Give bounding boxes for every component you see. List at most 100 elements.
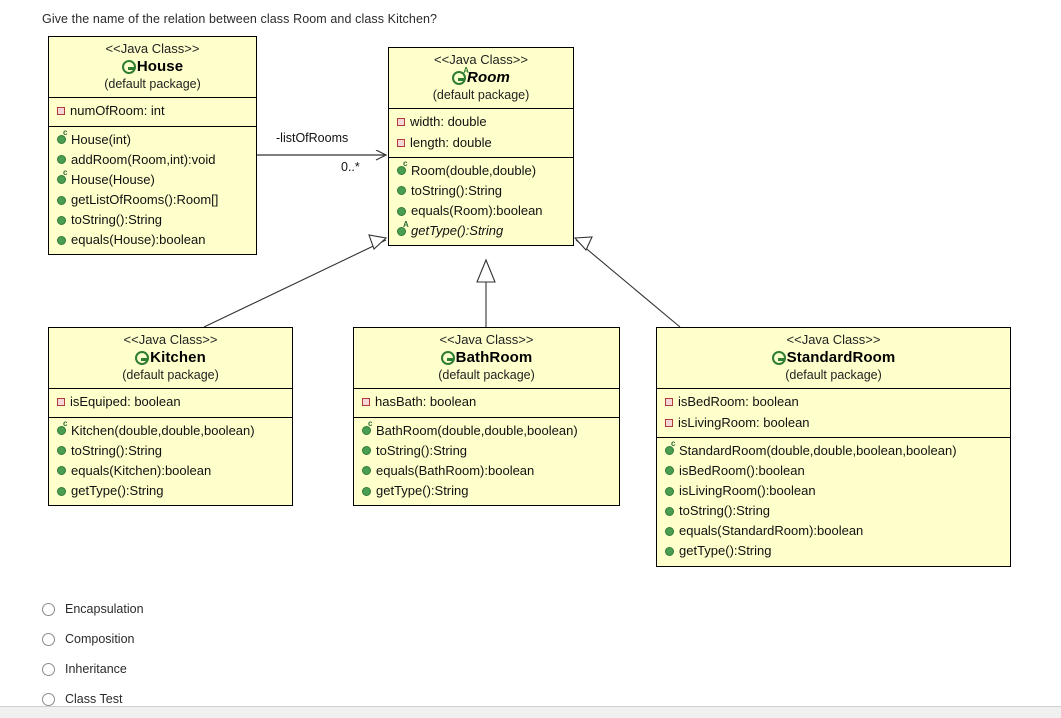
method-icon [665,506,674,516]
radio-icon[interactable] [42,692,55,706]
answer-option-class-test[interactable]: Class Test [42,684,144,714]
class-name: Room [467,68,510,86]
field-row: width: double [395,112,568,132]
java-class-icon [771,351,786,365]
method-row: toString():String [55,441,287,461]
fields-section-standardroom: isBedRoom: boolean isLivingRoom: boolean [657,389,1010,438]
method-row: equals(StandardRoom):boolean [663,521,1005,541]
radio-icon[interactable] [42,632,55,646]
class-box-kitchen[interactable]: <<Java Class>> Kitchen (default package)… [48,327,293,507]
method-icon [57,235,66,245]
method-icon [57,466,66,476]
method-icon [362,446,371,456]
class-name: Kitchen [150,348,206,366]
generalization-bathroom-room [476,258,496,327]
method-icon [362,486,371,496]
method-label: equals(Room):boolean [411,202,543,218]
method-label: getType():String [411,223,504,239]
private-field-icon [57,107,65,116]
method-icon [665,466,674,476]
class-header-bathroom: <<Java Class>> BathRoom (default package… [354,328,619,390]
field-row: isEquiped: boolean [55,392,287,412]
method-row: getType():String [663,541,1005,561]
association-multiplicity-label: 0..* [341,160,360,174]
radio-icon[interactable] [42,602,55,616]
field-row: hasBath: boolean [360,392,614,412]
private-field-icon [665,398,673,407]
method-label: isBedRoom():boolean [679,462,805,478]
radio-icon[interactable] [42,662,55,676]
method-row: equals(BathRoom):boolean [360,461,614,481]
methods-section-bathroom: c BathRoom(double,double,boolean) toStri… [354,418,619,506]
private-field-icon [57,398,65,407]
constructor-icon: c [397,160,407,176]
constructor-icon: c [362,420,372,436]
answer-label: Encapsulation [65,602,144,616]
fields-section-kitchen: isEquiped: boolean [49,389,292,418]
method-label: House(int) [71,131,131,147]
class-box-bathroom[interactable]: <<Java Class>> BathRoom (default package… [353,327,620,507]
answer-option-composition[interactable]: Composition [42,624,144,654]
method-row: equals(House):boolean [55,230,251,250]
method-row: c House(int) [55,129,251,150]
class-stereotype: <<Java Class>> [123,332,218,347]
association-role-label: -listOfRooms [276,131,349,145]
method-label: equals(StandardRoom):boolean [679,523,864,539]
method-label: toString():String [376,442,468,458]
method-label: getListOfRooms():Room[] [71,191,219,207]
field-row: length: double [395,133,568,153]
class-box-house[interactable]: <<Java Class>> House (default package) n… [48,36,257,256]
class-stereotype: <<Java Class>> [786,332,881,347]
field-label: numOfRoom: int [70,103,165,119]
method-icon [397,186,406,196]
method-row: toString():String [395,181,568,201]
method-label: equals(Kitchen):boolean [71,462,212,478]
method-row: equals(Kitchen):boolean [55,461,287,481]
answer-options-group: Encapsulation Composition Inheritance Cl… [42,594,144,714]
question-prompt: Give the name of the relation between cl… [42,12,438,26]
class-header-standardroom: <<Java Class>> StandardRoom (default pac… [657,328,1010,390]
class-package: (default package) [785,368,882,383]
field-row: isBedRoom: boolean [663,392,1005,412]
methods-section-house: c House(int) addRoom(Room,int):void c Ho… [49,127,256,255]
method-icon [57,486,66,496]
abstract-sup: A [403,219,409,229]
method-row: getType():String [360,481,614,501]
class-header-house: <<Java Class>> House (default package) [49,37,256,99]
method-label: toString():String [411,182,503,198]
class-box-standardroom[interactable]: <<Java Class>> StandardRoom (default pac… [656,327,1011,567]
method-row: c Kitchen(double,double,boolean) [55,420,287,441]
methods-section-room: c Room(double,double) toString():String … [389,158,573,246]
java-class-icon [135,351,150,365]
class-name: House [136,57,184,75]
method-label: addRoom(Room,int):void [71,151,216,167]
method-row: addRoom(Room,int):void [55,150,251,170]
method-row: isBedRoom():boolean [663,461,1005,481]
answer-label: Class Test [65,692,123,706]
method-label: Room(double,double) [411,162,537,178]
method-row: c StandardRoom(double,double,boolean,boo… [663,439,1005,461]
class-header-kitchen: <<Java Class>> Kitchen (default package) [49,328,292,390]
generalization-standardroom-room [573,236,681,328]
answer-option-encapsulation[interactable]: Encapsulation [42,594,144,624]
constructor-icon: c [57,129,67,145]
method-label: getType():String [71,482,164,498]
class-box-room[interactable]: <<Java Class>> A Room (default package) … [388,47,574,247]
private-field-icon [397,138,405,147]
method-row: toString():String [55,210,251,230]
constructor-sup: c [671,439,676,449]
constructor-icon: c [57,420,67,436]
method-icon [57,446,66,456]
method-row: c Room(double,double) [395,160,568,181]
answer-option-inheritance[interactable]: Inheritance [42,654,144,684]
class-stereotype: <<Java Class>> [434,52,528,67]
method-icon [665,546,674,556]
method-label: toString():String [679,503,771,519]
field-label: length: double [410,134,492,150]
method-icon [57,155,66,165]
fields-section-room: width: double length: double [389,109,573,158]
method-label: toString():String [71,212,163,228]
class-stereotype: <<Java Class>> [105,41,200,56]
class-stereotype: <<Java Class>> [439,332,534,347]
